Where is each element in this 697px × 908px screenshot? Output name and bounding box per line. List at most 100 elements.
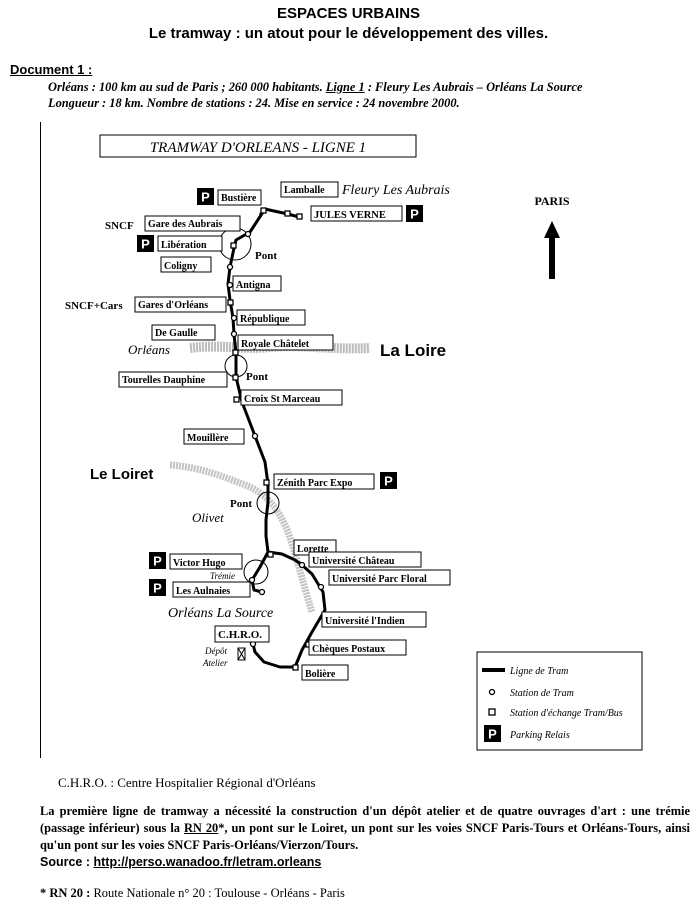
station-box-cheques-postaux <box>308 639 407 656</box>
annotation-tremie: Trémie <box>210 571 235 581</box>
paragraph-part-a: La première ligne de tramway a nécessité… <box>40 804 690 835</box>
station-les-aulnaies: Les Aulnaies <box>176 586 230 597</box>
marker-republique <box>230 314 238 322</box>
station-box-royale-chatelet <box>237 334 334 351</box>
station-victor-hugo: Victor Hugo <box>173 558 226 569</box>
station-coligny: Coligny <box>164 261 197 272</box>
marker-boliere <box>292 664 299 671</box>
map-annotations: SNCF SNCF+Cars Pont Pont Pont <box>65 220 277 510</box>
paragraph-part-b: *, un pont sur le Loiret, un pont sur le… <box>40 821 690 852</box>
marker-croix-st-marceau <box>233 396 240 403</box>
legend-parking-label: Parking Relais <box>509 730 570 741</box>
parking-les-aulnaies <box>149 579 166 596</box>
annotation-sncf: SNCF <box>105 220 134 232</box>
marker-liberation <box>230 242 237 249</box>
marker-lamballe <box>284 210 291 217</box>
source-label: Source : <box>40 855 91 869</box>
place-orleans-la-source: Orléans La Source <box>168 606 273 621</box>
marker-antigna <box>226 281 234 289</box>
marker-mouillere <box>251 432 259 440</box>
station-jules-verne: JULES VERNE <box>314 210 386 221</box>
document-line-1-b: : Fleury Les Aubrais – Orléans La Source <box>367 80 583 94</box>
station-box-jules-verne <box>310 205 403 222</box>
station-universite-chateau: Université Château <box>312 556 395 567</box>
chro-abbr: C.H.R.O. : <box>58 775 114 790</box>
map-frame <box>40 122 675 758</box>
marker-victor-hugo <box>248 576 256 584</box>
river-loire <box>189 341 371 354</box>
station-labels: Bustière Lamballe JULES VERNE Gare des A… <box>118 181 451 681</box>
station-gares-d-orleans: Gares d'Orléans <box>138 300 208 311</box>
document-label: Document 1 : <box>10 62 93 77</box>
marker-bustiere <box>260 207 267 214</box>
station-croix-st-marceau: Croix St Marceau <box>244 394 321 405</box>
station-lamballe: Lamballe <box>284 185 325 196</box>
parking-zenith <box>380 472 397 489</box>
place-la-loire: La Loire <box>380 341 446 360</box>
rn20-label: * RN 20 : <box>40 886 91 900</box>
marker-royale-chatelet <box>232 349 239 356</box>
depot-icon-line-b <box>237 647 246 661</box>
parking-badges: P P P P P P <box>137 188 423 596</box>
river-loiret <box>169 461 316 614</box>
parking-liberation-letter: P <box>141 237 150 252</box>
legend-tram-station-label: Station de Tram <box>510 688 574 699</box>
legend-tram-station-icon <box>488 688 496 696</box>
map-title-box <box>99 134 417 158</box>
rn20-text: Route Nationale n° 20 : Toulouse - Orléa… <box>93 886 345 900</box>
annotation-depot: Dépôt <box>204 646 227 656</box>
parking-jules-verne <box>406 205 423 222</box>
annotation-sncf-cars: SNCF+Cars <box>65 300 123 312</box>
marker-de-gaulle <box>230 330 238 338</box>
station-box-universite-parc-floral <box>328 569 451 586</box>
station-box-universite-l-indien <box>321 611 427 628</box>
station-antigna: Antigna <box>236 280 270 291</box>
document-line-1-ligne: Ligne 1 <box>325 80 365 94</box>
station-royale-chatelet: Royale Châtelet <box>241 339 310 350</box>
page-title: ESPACES URBAINS <box>276 5 421 22</box>
bridge-loiret-circle <box>256 491 280 515</box>
station-lorette: Lorette <box>297 544 329 555</box>
parking-bustiere-letter: P <box>201 190 210 205</box>
station-republique: République <box>240 314 290 325</box>
station-cheques-postaux: Chèques Postaux <box>312 644 385 655</box>
parking-les-aulnaies-letter: P <box>153 581 162 596</box>
station-box-liberation <box>157 235 223 252</box>
station-box-coligny <box>160 256 212 273</box>
page-subtitle: Le tramway : un atout pour le développem… <box>148 25 549 42</box>
marker-jules-verne <box>296 213 303 220</box>
place-orleans: Orléans <box>128 342 170 357</box>
parking-zenith-letter: P <box>384 474 393 489</box>
station-box-croix-st-marceau <box>240 389 343 406</box>
station-box-lamballe <box>280 181 339 198</box>
rn20-footnote: * RN 20 : Route Nationale n° 20 : Toulou… <box>40 886 345 901</box>
station-box-tourelles-dauphine <box>118 371 228 388</box>
description-paragraph: La première ligne de tramway a nécessité… <box>40 803 690 854</box>
station-gare-des-aubrais: Gare des Aubrais <box>148 219 222 230</box>
parking-liberation <box>137 235 154 252</box>
chro-full: Centre Hospitalier Régional d'Orléans <box>117 775 316 790</box>
marker-gare-des-aubrais <box>244 230 252 238</box>
tremie-circle <box>243 559 269 585</box>
station-box-chro <box>214 625 270 643</box>
document-line-1: Orléans : 100 km au sud de Paris ; 260 0… <box>48 80 582 95</box>
source-link[interactable]: http://perso.wanadoo.fr/letram.orleans <box>93 855 322 869</box>
legend-line-label: Ligne de Tram <box>509 666 568 677</box>
station-box-bustiere <box>217 189 262 206</box>
marker-coligny <box>226 263 234 271</box>
place-olivet: Olivet <box>192 510 224 525</box>
north-arrow-shaft <box>549 237 555 279</box>
map-title: TRAMWAY D'ORLEANS - LIGNE 1 <box>150 140 366 156</box>
station-box-de-gaulle <box>151 324 216 341</box>
marker-gares-d-orleans <box>227 299 234 306</box>
annotation-pont-sncf: Pont <box>255 250 277 262</box>
marker-tourelles-dauphine <box>232 374 239 381</box>
parking-jules-verne-letter: P <box>410 207 419 222</box>
north-arrow-icon <box>544 221 560 238</box>
station-boliere: Bolière <box>305 669 336 680</box>
parking-victor-hugo <box>149 552 166 569</box>
station-de-gaulle: De Gaulle <box>155 328 198 339</box>
station-box-les-aulnaies <box>172 581 251 598</box>
legend-exchange-station-label: Station d'échange Tram/Bus <box>510 708 623 719</box>
place-fleury: Fleury Les Aubrais <box>341 183 450 198</box>
